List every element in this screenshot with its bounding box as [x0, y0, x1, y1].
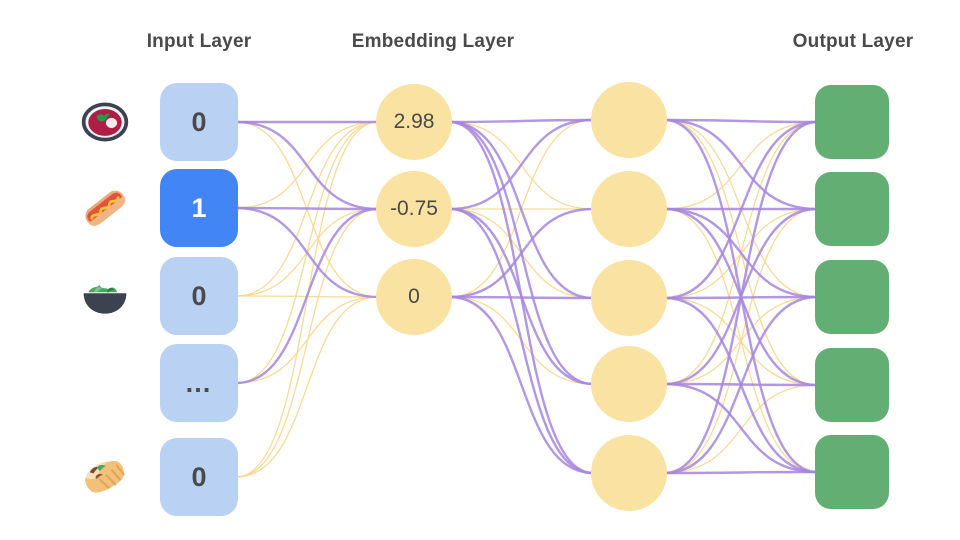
edge-input-0-to-embedding-1 [234, 120, 380, 211]
edge-embedding-2-to-hidden-2 [448, 295, 595, 300]
edge-hidden-1-to-output-0 [664, 121, 818, 210]
output-node-4[interactable] [815, 435, 889, 509]
edge-embedding-1-to-hidden-2 [449, 208, 594, 299]
edge-input-4-to-embedding-1 [235, 208, 379, 478]
burrito-icon [77, 449, 133, 505]
input-node-1[interactable]: 1 [160, 169, 238, 247]
edge-input-1-to-embedding-2 [234, 206, 380, 299]
edge-hidden-4-to-output-2 [663, 295, 819, 475]
input-node-3[interactable]: … [160, 344, 238, 422]
output-node-0[interactable] [815, 85, 889, 159]
edge-embedding-0-to-hidden-4 [448, 120, 595, 475]
edge-hidden-1-to-output-3 [663, 207, 819, 387]
input-node-0[interactable]: 0 [160, 83, 238, 161]
hidden-node-1[interactable] [591, 171, 667, 247]
edge-input-2-to-embedding-2 [235, 295, 379, 298]
hidden-node-4[interactable] [591, 435, 667, 511]
edge-hidden-4-to-output-3 [664, 384, 818, 474]
edge-hidden-0-to-output-2 [664, 119, 818, 298]
edge-input-4-to-embedding-0 [235, 121, 379, 478]
output-node-3[interactable] [815, 348, 889, 422]
edge-hidden-2-to-output-2 [663, 295, 819, 300]
embedding-node-1[interactable]: -0.75 [376, 171, 452, 247]
output-node-2[interactable] [815, 260, 889, 334]
edge-hidden-0-to-output-1 [663, 118, 819, 211]
edge-hidden-2-to-output-0 [663, 120, 819, 300]
edge-input-1-to-embedding-0 [235, 121, 379, 209]
edge-embedding-1-to-hidden-4 [448, 207, 595, 475]
stew-bowl-icon [77, 94, 133, 150]
edge-input-2-to-embedding-0 [235, 121, 379, 297]
edge-embedding-1-to-hidden-0 [448, 118, 595, 211]
edge-input-3-to-embedding-1 [234, 207, 380, 385]
embedding-node-0[interactable]: 2.98 [376, 84, 452, 160]
edge-input-2-to-embedding-1 [235, 208, 379, 297]
edge-hidden-0-to-output-0 [663, 118, 819, 124]
edge-hidden-4-to-output-1 [664, 208, 818, 474]
edge-hidden-0-to-output-4 [663, 118, 819, 474]
edge-hidden-1-to-output-4 [664, 208, 818, 473]
edge-embedding-2-to-hidden-1 [448, 207, 595, 299]
edge-hidden-4-to-output-0 [663, 120, 819, 475]
edge-embedding-1-to-hidden-3 [448, 207, 595, 386]
edge-hidden-3-to-output-0 [664, 121, 818, 385]
edge-hidden-0-to-output-3 [664, 119, 818, 386]
edge-input-3-to-embedding-2 [235, 296, 379, 384]
edge-input-3-to-embedding-0 [235, 121, 379, 384]
layer-title-embedding-layer: Embedding Layer [351, 31, 515, 52]
green-salad-icon [77, 268, 133, 324]
edge-hidden-3-to-output-1 [663, 207, 819, 386]
hot-dog-icon [77, 180, 133, 236]
layer-title-output-layer: Output Layer [792, 31, 914, 52]
hidden-node-2[interactable] [591, 260, 667, 336]
edge-embedding-0-to-hidden-3 [448, 120, 595, 386]
embedding-node-2[interactable]: 0 [376, 259, 452, 335]
edge-hidden-3-to-output-2 [664, 296, 818, 385]
edge-embedding-2-to-hidden-3 [449, 296, 594, 385]
edge-hidden-3-to-output-3 [663, 382, 819, 387]
edge-hidden-4-to-output-4 [663, 470, 819, 475]
hidden-node-0[interactable] [591, 82, 667, 158]
edge-input-0-to-embedding-2 [235, 121, 379, 298]
input-node-4[interactable]: 0 [160, 438, 238, 516]
edge-hidden-3-to-output-4 [663, 382, 819, 474]
output-node-1[interactable] [815, 172, 889, 246]
edge-hidden-1-to-output-2 [663, 207, 819, 299]
edge-input-4-to-embedding-2 [235, 296, 379, 478]
edge-hidden-2-to-output-3 [664, 297, 818, 386]
edge-embedding-0-to-hidden-2 [448, 120, 595, 300]
edge-embedding-2-to-hidden-0 [449, 119, 594, 298]
edge-input-1-to-embedding-1 [234, 206, 380, 211]
input-node-2[interactable]: 0 [160, 257, 238, 335]
edge-hidden-2-to-output-4 [663, 296, 819, 474]
layer-title-input-layer: Input Layer [146, 31, 252, 52]
edge-hidden-2-to-output-1 [664, 208, 818, 299]
edge-embedding-2-to-hidden-4 [448, 295, 595, 475]
hidden-node-3[interactable] [591, 346, 667, 422]
edge-embedding-0-to-hidden-1 [449, 121, 594, 210]
edge-embedding-0-to-hidden-0 [448, 118, 595, 124]
